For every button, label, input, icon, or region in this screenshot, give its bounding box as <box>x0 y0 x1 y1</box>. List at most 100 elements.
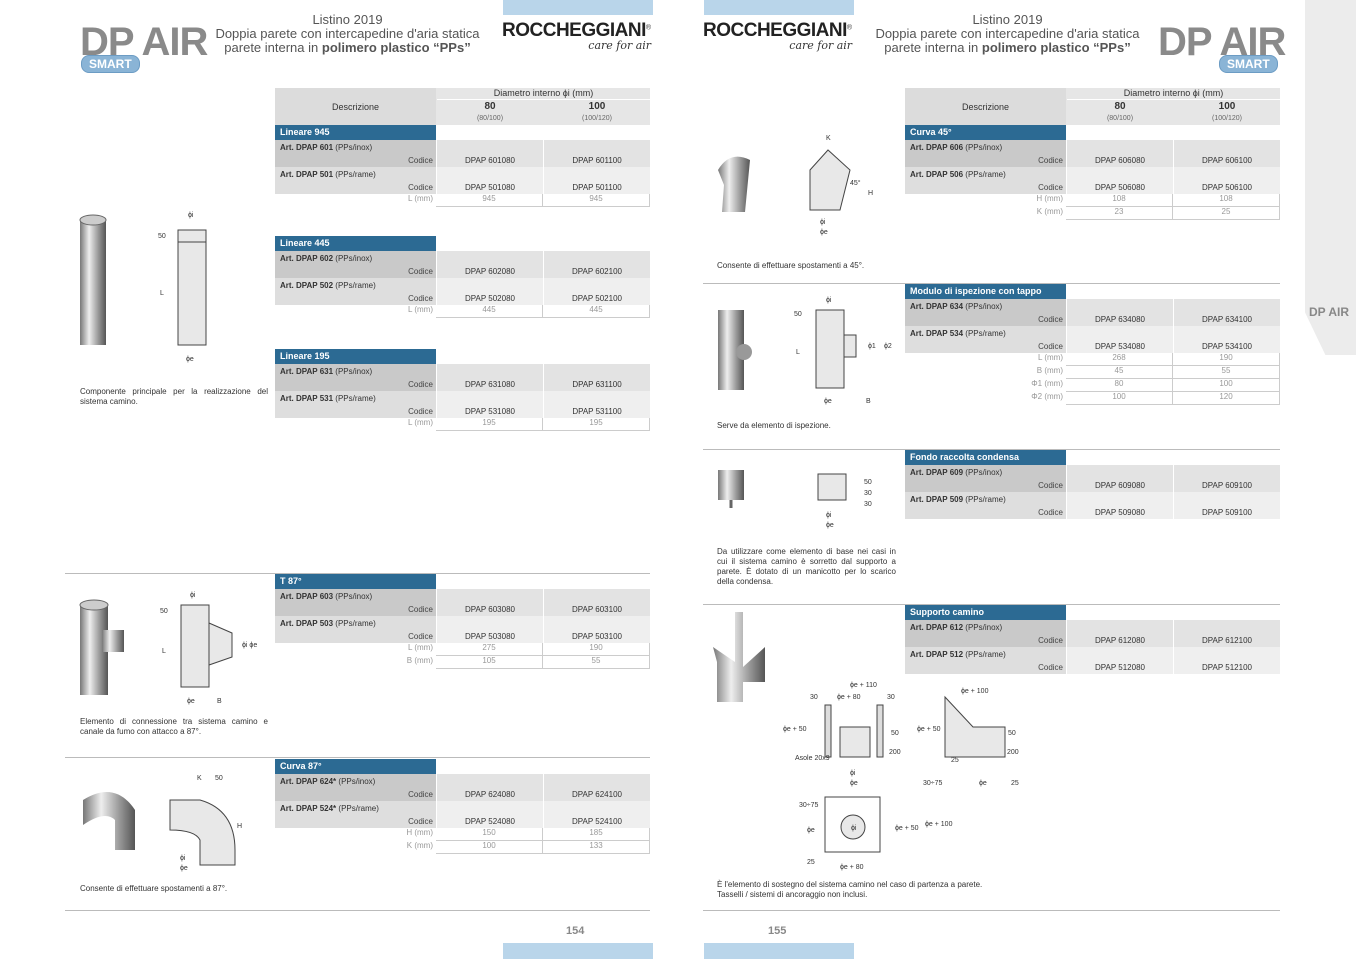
svg-text:50: 50 <box>158 233 166 240</box>
svg-text:L: L <box>160 290 164 297</box>
codice-label: Codice <box>1038 508 1063 517</box>
svg-text:ϕi: ϕi <box>826 297 832 304</box>
product-code: DPAP 601100 <box>543 140 650 167</box>
svg-text:30÷75: 30÷75 <box>923 780 943 787</box>
article-cell: Art. DPAP 509 (PPs/rame)Codice <box>905 492 1066 519</box>
article-cell: Art. DPAP 631 (PPs/inox)Codice <box>275 364 436 391</box>
smart-badge-right: SMART <box>1219 55 1278 73</box>
product-code: DPAP 609080 <box>1066 465 1173 492</box>
top-tab-left <box>503 0 653 15</box>
article-cell: Art. DPAP 534 (PPs/rame)Codice <box>905 326 1066 353</box>
svg-text:ϕe: ϕe <box>820 229 828 236</box>
header-col-80: 80(80/100) <box>1067 101 1173 124</box>
dimension-value: 25 <box>1173 207 1280 220</box>
article-material: (PPs/inox) <box>965 143 1003 152</box>
svg-text:L: L <box>796 349 800 356</box>
article-material: (PPs/rame) <box>965 495 1006 504</box>
codice-label: Codice <box>408 183 433 192</box>
svg-text:ϕe: ϕe <box>187 698 195 705</box>
dimension-label: L (mm) <box>407 305 433 314</box>
product-code: DPAP 501080 <box>436 167 543 194</box>
page-header: Listino 2019 Doppia parete con intercape… <box>210 13 485 55</box>
svg-text:ϕe: ϕe <box>186 356 194 363</box>
divider <box>65 573 650 574</box>
dimension-value: 445 <box>543 305 650 318</box>
page-header-right: Listino 2019 Doppia parete con intercape… <box>875 12 1140 55</box>
page-number-left: 154 <box>566 925 585 937</box>
codice-label: Codice <box>408 294 433 303</box>
svg-text:30: 30 <box>864 490 872 497</box>
codice-label: Codice <box>408 632 433 641</box>
description-curva-45: Consente di effettuare spostamenti a 45°… <box>717 261 865 270</box>
article-code: Art. DPAP 524* <box>280 804 337 813</box>
article-material: (PPs/inox) <box>965 623 1003 632</box>
dimension-value: 185 <box>543 828 650 841</box>
svg-text:45°: 45° <box>850 179 861 187</box>
codice-label: Codice <box>408 156 433 165</box>
product-code: DPAP 524080 <box>436 801 543 828</box>
dimension-label: L (mm) <box>407 643 433 652</box>
article-material: (PPs/inox) <box>965 302 1003 311</box>
article-cell: Art. DPAP 603 (PPs/inox)Codice <box>275 589 436 616</box>
article-cell: Art. DPAP 601 (PPs/inox)Codice <box>275 140 436 167</box>
codice-label: Codice <box>408 267 433 276</box>
article-cell: Art. DPAP 524* (PPs/rame)Codice <box>275 801 436 828</box>
svg-text:25: 25 <box>1011 780 1019 787</box>
header-diametro: Diametro interno ϕi (mm) <box>437 88 650 100</box>
svg-text:ϕi: ϕi <box>826 512 832 519</box>
codice-label: Codice <box>1038 315 1063 324</box>
article-code: Art. DPAP 503 <box>280 619 334 628</box>
product-code: DPAP 602100 <box>543 251 650 278</box>
dimension-value: 190 <box>543 643 650 656</box>
pipe-photo <box>80 220 106 345</box>
article-code: Art. DPAP 606 <box>910 143 964 152</box>
svg-text:L: L <box>162 648 166 655</box>
bottom-tab-left <box>503 943 653 959</box>
product-code: DPAP 502100 <box>543 278 650 305</box>
divider <box>65 757 650 758</box>
codice-label: Codice <box>408 407 433 416</box>
article-code: Art. DPAP 602 <box>280 254 334 263</box>
article-code: Art. DPAP 512 <box>910 650 964 659</box>
article-code: Art. DPAP 603 <box>280 592 334 601</box>
dimension-value: 100 <box>1173 379 1280 392</box>
product-code: DPAP 531100 <box>543 391 650 418</box>
svg-text:30÷75: 30÷75 <box>799 802 819 809</box>
article-material: (PPs/rame) <box>338 804 379 813</box>
svg-text:ϕe: ϕe <box>180 865 188 872</box>
article-code: Art. DPAP 634 <box>910 302 964 311</box>
svg-text:ϕe: ϕe <box>826 522 834 529</box>
product-code: DPAP 624080 <box>436 774 543 801</box>
svg-text:50: 50 <box>864 479 872 486</box>
svg-text:ϕi ϕe: ϕi ϕe <box>242 642 257 649</box>
article-cell: Art. DPAP 512 (PPs/rame)Codice <box>905 647 1066 674</box>
svg-text:ϕe: ϕe <box>979 780 987 787</box>
dimension-value: 150 <box>436 828 543 841</box>
dimension-value: 945 <box>543 194 650 207</box>
smart-badge: SMART <box>81 55 140 73</box>
header-col-80: 80(80/100) <box>437 101 543 124</box>
article-code: Art. DPAP 531 <box>280 394 334 403</box>
svg-text:50: 50 <box>891 730 899 737</box>
product-code: DPAP 506100 <box>1173 167 1280 194</box>
section-title: Supporto camino <box>905 605 1066 620</box>
dimension-label: B (mm) <box>406 656 433 665</box>
svg-text:200: 200 <box>889 749 901 756</box>
product-code: DPAP 612100 <box>1173 620 1280 647</box>
